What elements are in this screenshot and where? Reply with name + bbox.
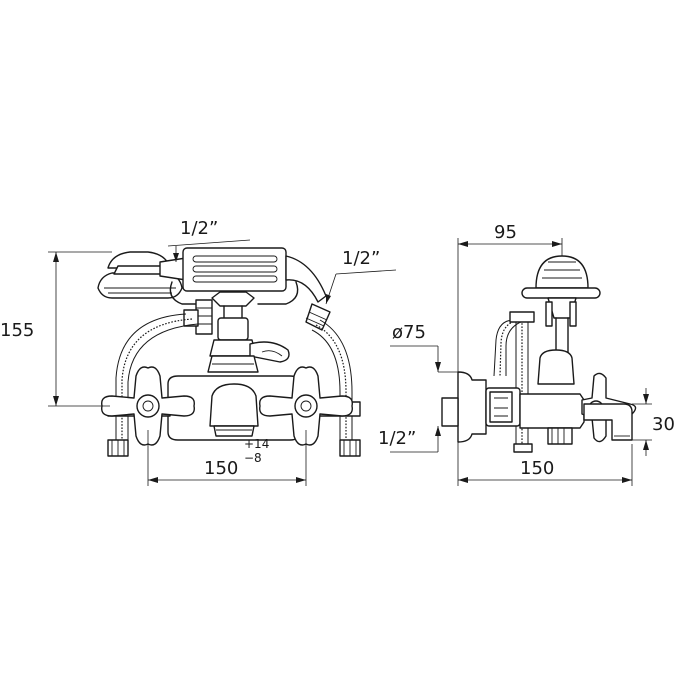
dimension-centers-150: 150 +14 −8 (147, 430, 307, 486)
center-distance-label: 150 (204, 458, 238, 479)
side-body (485, 387, 585, 445)
dimension-flange-75: ø75 (390, 322, 458, 373)
hand-shower-handle (159, 247, 327, 303)
wall-flange (441, 371, 487, 443)
shower-cradle (169, 281, 299, 321)
depth-95-label: 95 (494, 222, 517, 243)
dimension-spout-30: 30 (632, 388, 675, 456)
tolerance-minus-label: −8 (244, 451, 262, 465)
eccentric-nuts (107, 439, 361, 457)
hand-shower-head (97, 251, 183, 299)
shower-hose-right (311, 319, 353, 456)
front-view: 155 1/2” 1/2” 150 +14 −8 (0, 218, 397, 486)
dimension-hose-thread: 1/2” (325, 248, 397, 305)
side-view: 95 ø75 1/2” 150 (378, 222, 675, 486)
hose-couplings (183, 299, 331, 335)
hose-thread-label: 1/2” (342, 248, 380, 269)
overall-depth-label: 150 (520, 458, 554, 479)
dimension-height-155: 155 (0, 251, 112, 407)
flange-diameter-label: ø75 (392, 322, 426, 343)
side-cradle (537, 301, 577, 385)
tolerance-plus-label: +14 (244, 437, 269, 451)
mixer-body (167, 375, 301, 441)
dimension-depth-95: 95 (457, 222, 563, 372)
diverter (207, 317, 290, 373)
dimension-overall-150: 150 (457, 442, 633, 486)
spout-height-label: 30 (652, 414, 675, 435)
side-spout (583, 403, 633, 441)
shower-hose-left (115, 313, 199, 456)
side-shower-head (521, 255, 601, 319)
top-thread-label: 1/2” (180, 218, 218, 239)
dimension-side-inlet: 1/2” (378, 426, 441, 453)
dimension-inlet-top: 1/2” (167, 218, 251, 262)
height-dimension-label: 155 (0, 320, 34, 341)
side-hose (493, 311, 535, 453)
side-inlet-thread-label: 1/2” (378, 428, 416, 449)
